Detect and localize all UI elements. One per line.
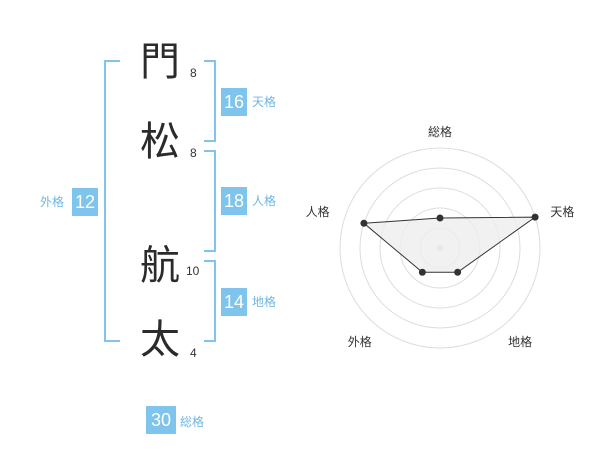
jinkaku-bracket xyxy=(204,150,216,252)
radar-ring-4 xyxy=(359,167,521,329)
name-char-3: 航 xyxy=(140,243,180,289)
stroke-count-4: 4 xyxy=(190,346,197,360)
radar-series-polygon xyxy=(362,216,537,273)
name-char-1: 門 xyxy=(140,39,180,85)
gaikaku-label: 外格 xyxy=(40,195,65,209)
gaikaku-value: 12 xyxy=(72,188,98,216)
gaikaku-bracket xyxy=(104,60,120,342)
stroke-count-3: 10 xyxy=(186,264,200,278)
name-char-2: 松 xyxy=(140,119,180,165)
tenkaku-bracket xyxy=(204,60,216,142)
tenkaku-value: 16 xyxy=(221,88,247,116)
jinkaku-label: 人格 xyxy=(252,194,277,208)
chikaku-label: 地格 xyxy=(252,295,277,309)
tenkaku-label: 天格 xyxy=(252,95,277,109)
stroke-count-1: 8 xyxy=(190,66,197,80)
jinkaku-value: 18 xyxy=(221,187,247,215)
radar-point-0 xyxy=(436,214,444,222)
radar-ring-5 xyxy=(339,147,541,349)
radar-axis-label-3: 外格 xyxy=(348,334,372,349)
name-char-4: 太 xyxy=(140,317,180,363)
soukaku-label: 総格 xyxy=(180,415,205,429)
chikaku-bracket xyxy=(204,260,216,342)
chikaku-value: 14 xyxy=(221,288,247,316)
radar-point-2 xyxy=(454,268,462,276)
soukaku-value: 30 xyxy=(146,406,176,434)
radar-point-3 xyxy=(418,268,426,276)
radar-ring-3 xyxy=(379,187,501,309)
radar-axis-label-1: 天格 xyxy=(550,204,574,219)
radar-axis-label-4: 人格 xyxy=(306,204,330,219)
radar-axis-label-2: 地格 xyxy=(508,334,532,349)
radar-point-1 xyxy=(531,213,539,221)
stroke-count-2: 8 xyxy=(190,146,197,160)
radar-axis-label-0: 総格 xyxy=(428,124,452,139)
radar-point-4 xyxy=(360,219,368,227)
